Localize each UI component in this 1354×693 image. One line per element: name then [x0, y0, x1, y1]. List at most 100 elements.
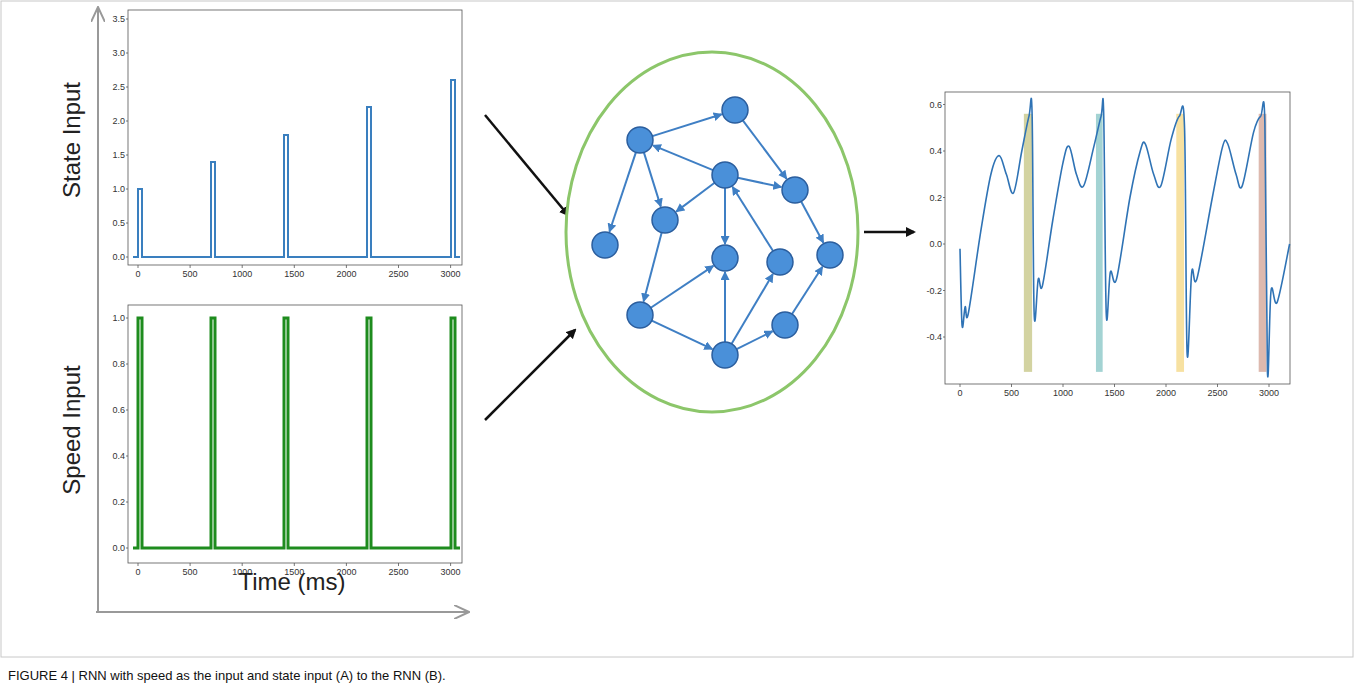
rnn-link — [652, 114, 721, 136]
highlight-band — [1176, 114, 1184, 372]
plot-frame — [128, 10, 462, 265]
tick-mark — [960, 384, 961, 387]
tick-mark — [242, 563, 243, 566]
tick-label: 500 — [1004, 389, 1019, 398]
tick-mark — [126, 53, 128, 54]
tick-mark — [126, 456, 128, 457]
tick-label: 2500 — [388, 568, 408, 577]
tick-mark — [943, 197, 945, 198]
tick-mark — [126, 257, 128, 258]
rnn-unit — [627, 302, 653, 328]
tick-mark — [346, 265, 347, 268]
tick-mark — [190, 265, 191, 268]
tick-label: 0.6 — [929, 100, 942, 109]
rnn-link — [609, 152, 635, 231]
figure-caption: FIGURE 4 | RNN with speed as the input a… — [8, 669, 446, 682]
tick-mark — [346, 563, 347, 566]
tick-label: 2000 — [336, 270, 356, 279]
tick-mark — [126, 87, 128, 88]
rnn-unit — [712, 162, 738, 188]
axis-label: State Input — [60, 82, 84, 198]
rnn-link — [801, 201, 823, 242]
rnn-link — [743, 120, 787, 178]
tick-label: 2500 — [1207, 389, 1227, 398]
tick-label: 0 — [135, 568, 140, 577]
tick-label: 0.0 — [112, 544, 125, 553]
tick-label: 0.0 — [929, 240, 942, 249]
tick-label: 500 — [183, 270, 198, 279]
axis-label: Speed Input — [60, 365, 84, 494]
tick-label: 0.0 — [112, 253, 125, 262]
tick-mark — [943, 151, 945, 152]
rnn-link — [676, 183, 714, 212]
tick-label: 3000 — [441, 270, 461, 279]
rnn-link — [652, 321, 713, 350]
output-arrow — [864, 231, 914, 234]
plot-frame — [945, 92, 1290, 384]
rnn-unit — [817, 242, 843, 268]
rnn-link — [644, 152, 661, 206]
tick-label: 0 — [957, 389, 962, 398]
tick-label: 0.4 — [929, 147, 942, 156]
rnn-unit — [592, 232, 618, 258]
output-curve — [960, 98, 1290, 377]
rnn-link — [724, 188, 726, 244]
tick-label: 1500 — [1104, 389, 1124, 398]
tick-mark — [943, 290, 945, 291]
rnn-link — [738, 178, 782, 187]
rnn-unit — [772, 312, 798, 338]
tick-mark — [943, 104, 945, 105]
tick-label: 0.8 — [112, 360, 125, 369]
rnn-boundary — [566, 52, 858, 412]
rnn-network — [592, 97, 843, 368]
tick-mark — [1011, 384, 1012, 387]
tick-mark — [126, 502, 128, 503]
axis-arrow — [97, 8, 99, 612]
tick-label: 0 — [135, 270, 140, 279]
rnn-link — [644, 233, 662, 302]
tick-label: 0.6 — [112, 406, 125, 415]
tick-label: 2000 — [1156, 389, 1176, 398]
axis-arrow — [96, 611, 468, 613]
tick-label: 2500 — [388, 270, 408, 279]
rnn-link — [732, 187, 773, 251]
tick-label: 0.5 — [112, 219, 125, 228]
tick-mark — [450, 563, 451, 566]
tick-label: 1500 — [284, 270, 304, 279]
tick-mark — [138, 265, 139, 268]
rnn-unit — [767, 249, 793, 275]
tick-mark — [242, 265, 243, 268]
tick-mark — [126, 410, 128, 411]
rnn-link — [724, 272, 726, 342]
tick-label: 1.0 — [112, 185, 125, 194]
tick-marks — [126, 19, 1269, 566]
rnn-link — [653, 145, 713, 170]
highlight-band — [1024, 114, 1032, 372]
tick-label: 0.4 — [112, 452, 125, 461]
state-pulses — [133, 80, 460, 257]
tick-mark — [126, 189, 128, 190]
tick-mark — [294, 265, 295, 268]
tick-mark — [126, 19, 128, 20]
tick-mark — [126, 548, 128, 549]
tick-mark — [138, 563, 139, 566]
input-arrow — [485, 115, 568, 215]
tick-label: 0.2 — [929, 193, 942, 202]
tick-label: 3000 — [441, 568, 461, 577]
tick-mark — [190, 563, 191, 566]
rnn-link — [792, 267, 822, 314]
tick-label: 1000 — [1053, 389, 1073, 398]
tick-label: 0.2 — [112, 498, 125, 507]
tick-label: 2.5 — [112, 83, 125, 92]
figure-border — [1, 1, 1353, 657]
tick-mark — [126, 155, 128, 156]
highlight-band — [1096, 114, 1103, 372]
tick-mark — [943, 337, 945, 338]
rnn-link — [737, 331, 773, 349]
rnn-unit — [627, 127, 653, 153]
tick-mark — [126, 121, 128, 122]
tick-mark — [398, 563, 399, 566]
tick-mark — [1166, 384, 1167, 387]
tick-mark — [398, 265, 399, 268]
